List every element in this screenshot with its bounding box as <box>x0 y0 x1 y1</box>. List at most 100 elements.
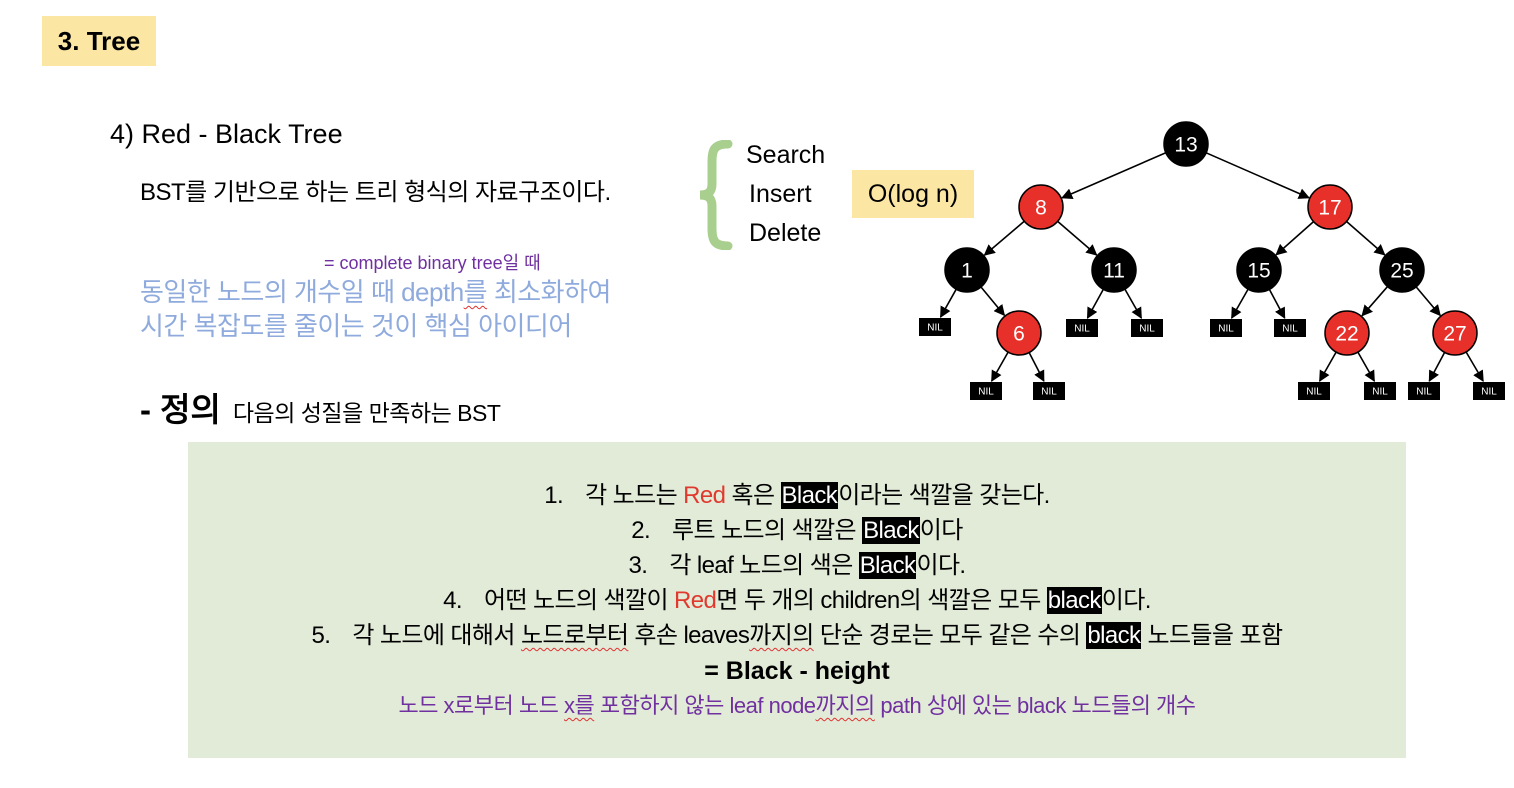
tree-node-label: 25 <box>1390 260 1413 283</box>
tree-node-25: 25 <box>1379 247 1425 293</box>
operation-search: Search <box>746 141 826 169</box>
tree-nil-leaf: NIL <box>1066 319 1098 337</box>
tree-edge-arrow <box>1061 152 1167 199</box>
tree-edge-arrow <box>939 288 957 318</box>
description: BST를 기반으로 하는 트리 형식의 자료구조이다. <box>140 179 611 206</box>
operations-list: Search Insert Delete <box>746 136 825 253</box>
black-highlight: black <box>1046 587 1102 614</box>
tree-node-label: 17 <box>1318 197 1341 220</box>
tree-nil-leaf: NIL <box>1473 382 1505 400</box>
black-highlight: Black <box>862 517 920 544</box>
nil-label: NIL <box>1218 324 1234 335</box>
operation-delete: Delete <box>749 219 822 247</box>
section-title: 3. Tree <box>57 26 141 56</box>
rule-4: 4.어떤 노드의 색깔이 Red면 두 개의 children의 색깔은 모두 … <box>443 587 1151 614</box>
core-idea-line-1: 동일한 노드의 개수일 때 depth를 최소화하여 <box>140 277 611 307</box>
nil-label: NIL <box>1139 324 1155 335</box>
definition-text: 다음의 성질을 만족하는 BST <box>232 400 501 426</box>
complexity-badge: O(log n) <box>852 170 974 218</box>
nil-label: NIL <box>1074 324 1090 335</box>
tree-edge-arrow <box>1318 351 1337 382</box>
tree-node-label: 27 <box>1443 323 1466 346</box>
tree-edge-arrow <box>1057 220 1098 256</box>
black-highlight: black <box>1086 622 1142 649</box>
section-title-badge: 3. Tree <box>42 16 156 66</box>
black-height-description: 노드 x로부터 노드 x를 포함하지 않는 leaf node까지의 path … <box>398 693 1196 718</box>
curly-brace-icon <box>699 140 733 250</box>
tree-nil-leaf: NIL <box>970 382 1002 400</box>
tree-edge-arrow <box>1361 286 1389 317</box>
tree-edge-arrow <box>1346 220 1386 256</box>
tree-edge-arrow <box>1086 288 1105 319</box>
nil-label: NIL <box>978 387 994 398</box>
definition-heading: - 정의 다음의 성질을 만족하는 BST <box>140 386 501 441</box>
tree-nil-leaf: NIL <box>1364 382 1396 400</box>
tree-nil-leaf: NIL <box>1210 319 1242 337</box>
tree-edge-arrow <box>1275 221 1315 256</box>
tree-nil-leaf: NIL <box>1033 382 1065 400</box>
tree-edge-arrow <box>1124 288 1143 319</box>
black-height-label: = Black - height <box>704 657 890 685</box>
rules-list: 1.각 노드는 Red 혹은 Black이라는 색깔을 갖는다. 2.루트 노드… <box>188 478 1406 723</box>
tree-edge-arrow <box>983 220 1025 256</box>
nil-label: NIL <box>1481 387 1497 398</box>
tree-nil-leaf: NIL <box>1274 319 1306 337</box>
nil-label: NIL <box>1416 387 1432 398</box>
core-idea-note: 동일한 노드의 개수일 때 depth를 최소화하여 시간 복잡도를 줄이는 것… <box>140 275 611 343</box>
tree-edge-arrow <box>1465 351 1484 382</box>
black-highlight: Black <box>858 552 917 579</box>
tree-edge-arrow <box>1415 286 1441 317</box>
tree-node-6: 6 <box>996 310 1042 356</box>
spellcheck-word: 까지의 <box>815 693 876 718</box>
tree-nil-leaf: NIL <box>1298 382 1330 400</box>
tree-nil-leaf: NIL <box>919 318 951 336</box>
definition-label: - 정의 <box>140 391 221 428</box>
tree-edge-arrow <box>980 286 1006 317</box>
tree-edge-arrow <box>990 351 1009 382</box>
black-highlight: Black <box>780 482 839 509</box>
tree-node-label: 13 <box>1174 134 1197 157</box>
tree-node-13: 13 <box>1163 121 1209 167</box>
red-word: Red <box>674 587 717 614</box>
tree-edge-arrow <box>1230 288 1249 319</box>
tree-node-17: 17 <box>1307 184 1353 230</box>
complete-binary-tree-note: = complete binary tree일 때 <box>324 253 541 273</box>
tree-nil-leaf: NIL <box>1408 382 1440 400</box>
tree-nil-leaf: NIL <box>1131 319 1163 337</box>
tree-edges <box>939 152 1484 382</box>
tree-node-label: 15 <box>1247 260 1270 283</box>
nil-label: NIL <box>927 323 943 334</box>
tree-node-27: 27 <box>1432 310 1478 356</box>
subtitle: 4) Red - Black Tree <box>110 119 343 149</box>
tree-edge-arrow <box>1205 152 1310 199</box>
rule-1: 1.각 노드는 Red 혹은 Black이라는 색깔을 갖는다. <box>544 482 1050 509</box>
tree-node-1: 1 <box>944 247 990 293</box>
red-word: Red <box>683 482 726 509</box>
spellcheck-word: 노드로부터 <box>520 622 629 649</box>
tree-node-label: 8 <box>1035 197 1047 220</box>
core-idea-line-2: 시간 복잡도를 줄이는 것이 핵심 아이디어 <box>140 311 572 341</box>
tree-node-11: 11 <box>1091 247 1137 293</box>
nil-label: NIL <box>1041 387 1057 398</box>
rule-2: 2.루트 노드의 색깔은 Black이다 <box>631 517 963 544</box>
nil-label: NIL <box>1306 387 1322 398</box>
tree-edge-arrow <box>1428 352 1446 382</box>
tree-node-label: 1 <box>961 260 973 283</box>
tree-edge-arrow <box>1268 289 1286 319</box>
rule-5: 5.각 노드에 대해서 노드로부터 후손 leaves까지의 단순 경로는 모두… <box>311 622 1283 649</box>
tree-edge-arrow <box>1357 351 1376 382</box>
operation-insert: Insert <box>749 180 812 208</box>
tree-node-label: 6 <box>1013 323 1025 346</box>
rule-3: 3.각 leaf 노드의 색은 Black이다. <box>628 552 966 579</box>
spellcheck-word: x를 <box>563 693 595 718</box>
properties-box: 1.각 노드는 Red 혹은 Black이라는 색깔을 갖는다. 2.루트 노드… <box>188 442 1406 758</box>
tree-node-22: 22 <box>1324 310 1370 356</box>
tree-edge-arrow <box>1028 352 1045 382</box>
tree-node-label: 11 <box>1103 260 1125 283</box>
tree-node-8: 8 <box>1018 184 1064 230</box>
spellcheck-word: 를 <box>463 277 488 307</box>
tree-node-label: 22 <box>1335 323 1358 346</box>
nil-label: NIL <box>1372 387 1388 398</box>
